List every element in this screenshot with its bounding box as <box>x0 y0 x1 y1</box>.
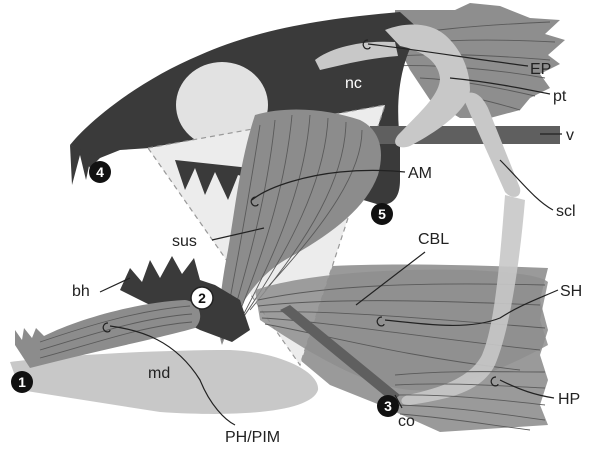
label-am: AM <box>408 165 432 182</box>
label-sh: SH <box>560 283 582 300</box>
svg-text:5: 5 <box>378 206 386 222</box>
label-md: md <box>148 365 170 382</box>
label-nc: nc <box>345 75 362 92</box>
marker-1: 1 <box>11 371 33 393</box>
label-ph-pim: PH/PIM <box>225 429 280 446</box>
svg-text:1: 1 <box>18 374 26 390</box>
marker-4: 4 <box>89 161 111 183</box>
svg-text:3: 3 <box>384 398 392 414</box>
marker-5: 5 <box>371 203 393 225</box>
svg-text:4: 4 <box>96 164 104 180</box>
marker-3: 3 <box>377 395 399 417</box>
label-bh: bh <box>72 283 90 300</box>
marker-2: 2 <box>191 287 213 309</box>
svg-text:2: 2 <box>198 290 206 306</box>
label-cbl: CBL <box>418 231 449 248</box>
label-scl: scl <box>556 203 576 220</box>
label-pt: pt <box>553 88 567 105</box>
label-co: co <box>398 413 415 430</box>
label-ep: EP <box>530 61 551 78</box>
label-v: v <box>566 127 574 144</box>
label-sus: sus <box>172 233 197 250</box>
label-hp: HP <box>558 391 580 408</box>
